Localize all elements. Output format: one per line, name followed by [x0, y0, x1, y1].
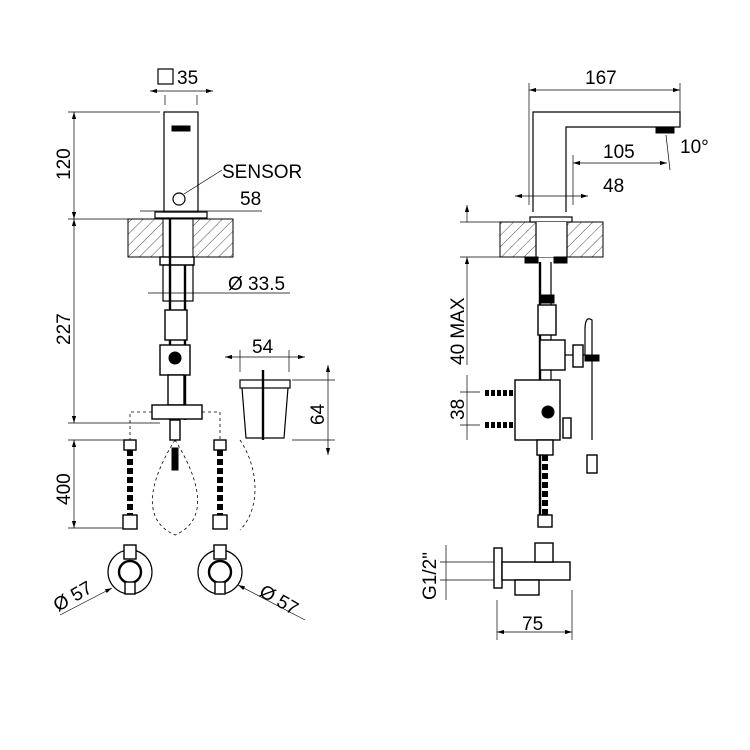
dim-40-max: 40 MAX: [448, 297, 469, 365]
front-view: 35 SENSOR 58 120 227 400 Ø: [50, 68, 335, 621]
dim-48: 48: [603, 176, 624, 197]
sensor-window: [172, 192, 186, 206]
dim-box-height: 64: [308, 403, 329, 425]
dim-thread: G1/2": [420, 552, 441, 600]
base-plate: [154, 211, 208, 219]
sensor-cable: [565, 318, 593, 440]
hose-right: [212, 439, 228, 530]
dim-105: 105: [603, 142, 635, 163]
dim-square-35: 35: [177, 68, 198, 89]
dim-58: 58: [240, 189, 261, 210]
stop-valve-left: [107, 544, 153, 595]
side-view: 167 105 10° 48 40 MAX 38: [420, 68, 709, 640]
square-symbol-icon: [157, 68, 174, 85]
dim-75: 75: [522, 614, 543, 635]
dim-angle: 10°: [680, 137, 709, 158]
dim-38: 38: [448, 399, 469, 420]
manifold: [151, 404, 203, 420]
dim-box-width: 54: [252, 337, 274, 358]
aerator: [171, 125, 191, 132]
dim-400: 400: [54, 473, 75, 505]
control-box: [239, 370, 291, 440]
dim-120: 120: [54, 148, 75, 180]
dim-flange-left: Ø 57: [50, 578, 96, 617]
dim-227: 227: [54, 313, 75, 345]
sensor-label: SENSOR: [222, 162, 302, 183]
dim-flange-right: Ø 57: [256, 581, 302, 620]
dim-167: 167: [585, 68, 617, 89]
dim-pipe-diameter: Ø 33.5: [228, 274, 285, 295]
spout-side: [532, 111, 681, 212]
shank-pipe: [162, 264, 194, 302]
stop-valve-right: [197, 544, 243, 595]
hose-left: [122, 439, 138, 530]
stop-valve-side: [493, 542, 571, 596]
